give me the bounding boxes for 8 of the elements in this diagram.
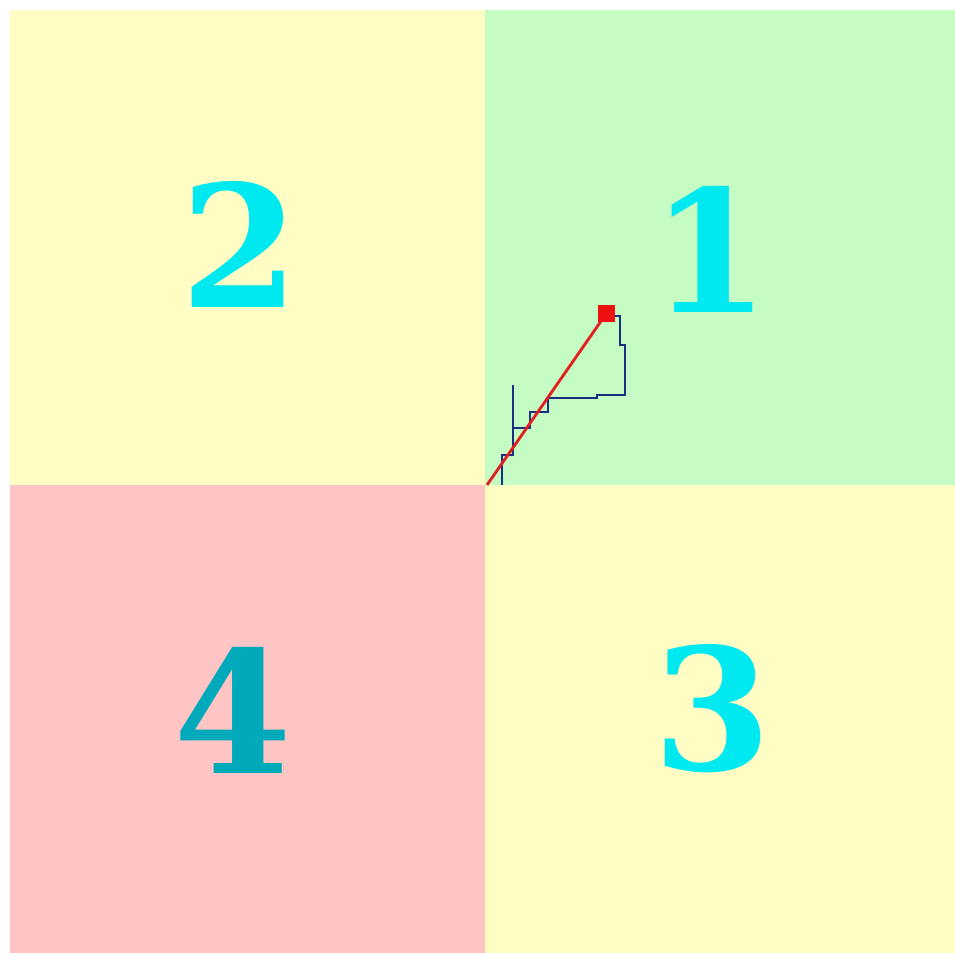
quadrant <box>10 485 485 953</box>
quadrant <box>485 10 955 485</box>
quadrant-number: 4 <box>173 629 292 799</box>
quadrant-number: 2 <box>180 162 299 332</box>
quadrant <box>485 485 955 953</box>
quadrant <box>10 10 485 485</box>
quadrant-number: 1 <box>650 168 770 338</box>
quadrant-number: 3 <box>652 626 772 796</box>
